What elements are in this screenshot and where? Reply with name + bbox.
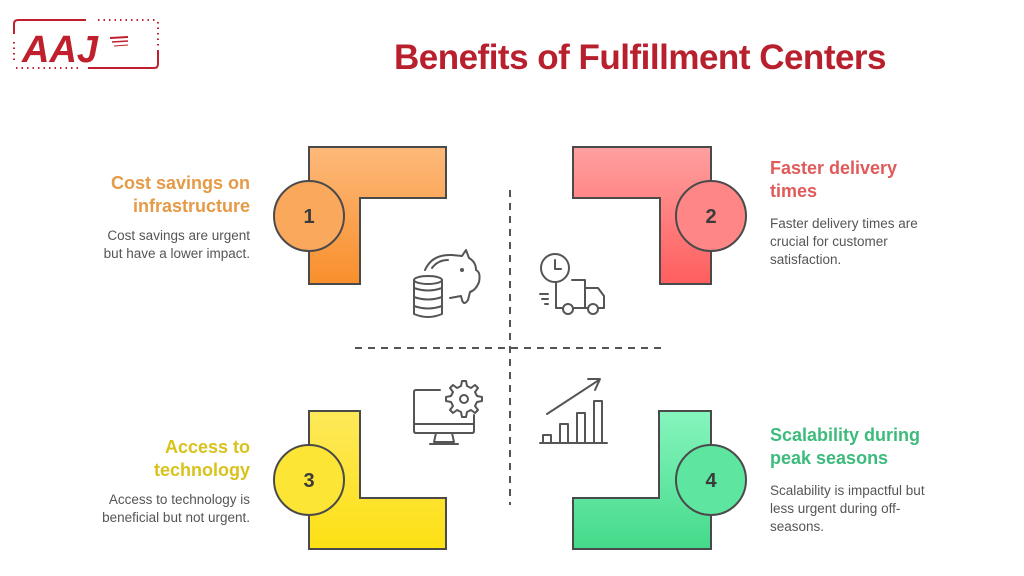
quadrant-4-heading-line1: Scalability during [770,425,921,445]
quadrant-3-shape: 3 [273,410,447,550]
quadrant-2-heading-line2: times [770,181,818,201]
growth-chart-icon [539,378,608,444]
quadrant-1-shape: 1 [273,146,447,285]
number-4-label: 4 [705,470,717,492]
quadrant-3-desc-line2: beneficial but not urgent. [102,510,250,525]
page-title: Benefits of Fulfillment Centers [393,38,887,77]
quadrant-4-text: Scalability during peak seasons Scalabil… [770,424,970,536]
number-3-label: 3 [303,470,314,492]
quadrant-1-desc-line1: Cost savings are urgent [107,228,250,243]
quadrant-1-description: Cost savings are urgent but have a lower… [30,227,250,263]
quadrant-2-desc-line3: satisfaction. [770,252,842,267]
quadrant-4-desc-line1: Scalability is impactful but [770,483,925,498]
quadrant-1-heading: Cost savings on infrastructure [30,172,250,218]
quadrant-1-heading-line2: infrastructure [132,196,250,216]
quadrant-2-heading: Faster delivery times [770,157,970,203]
number-1-label: 1 [303,206,314,228]
quadrant-4-description: Scalability is impactful but less urgent… [770,482,970,536]
quadrant-3-desc-line1: Access to technology is [108,492,250,507]
quadrant-4-desc-line3: seasons. [770,519,825,534]
quadrant-1-heading-line1: Cost savings on [110,173,250,193]
number-badge-2 [675,180,747,252]
number-badge-4 [675,444,747,516]
quadrant-3-heading-line1: Access to [164,437,250,457]
quadrant-2-description: Faster delivery times are crucial for cu… [770,215,970,269]
quadrant-2-shape: 2 [572,146,747,285]
quadrant-4-heading-line2: peak seasons [770,448,889,468]
aaj-logo: AAJ [8,14,160,72]
piggy-bank-coins-icon [413,249,481,318]
number-badge-1 [273,180,345,252]
quadrant-3-text: Access to technology Access to technolog… [30,436,250,527]
delivery-truck-clock-icon [539,253,605,315]
logo-icon: AAJ [13,19,159,71]
logo-text: AAJ [21,29,99,71]
quadrant-3-heading-line2: technology [153,460,250,480]
number-2-label: 2 [705,206,716,228]
quadrant-3-description: Access to technology is beneficial but n… [30,491,250,527]
quadrant-3-heading: Access to technology [30,436,250,482]
quadrant-2-desc-line2: crucial for customer [770,234,888,249]
quadrant-4-heading: Scalability during peak seasons [770,424,970,470]
quadrant-1-text: Cost savings on infrastructure Cost savi… [30,172,250,263]
quadrant-2-desc-line1: Faster delivery times are [770,216,918,231]
quadrant-4-shape: 4 [572,410,747,550]
quadrant-2-heading-line1: Faster delivery [770,158,898,178]
quadrant-2-text: Faster delivery times Faster delivery ti… [770,157,970,269]
quadrant-4-desc-line2: less urgent during off- [770,501,901,516]
quadrant-1-desc-line2: but have a lower impact. [103,246,250,261]
number-badge-3 [273,444,345,516]
computer-gear-icon [413,380,483,445]
